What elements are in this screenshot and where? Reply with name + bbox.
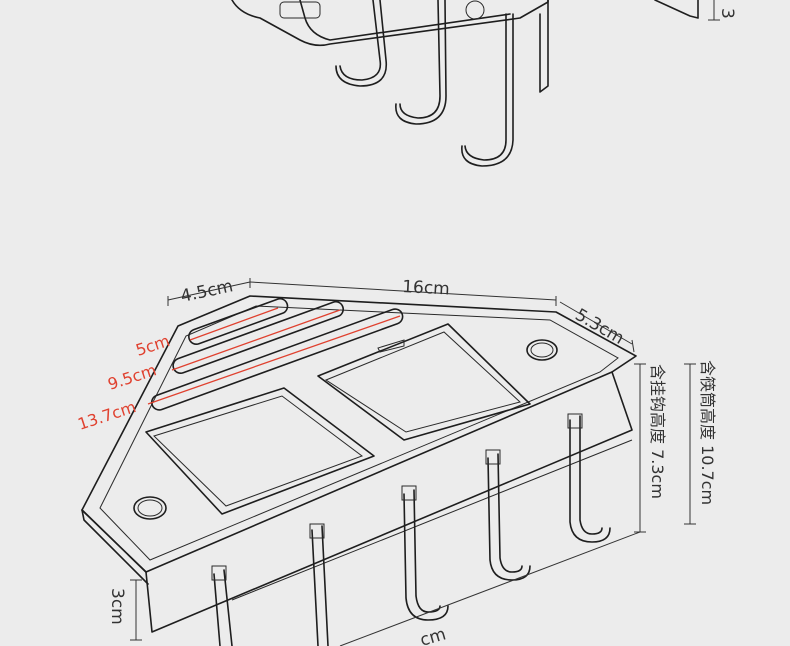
top-rack-partial: 3 — [231, 0, 737, 167]
slot-1-length-label: 5cm — [133, 331, 172, 360]
hook-4 — [485, 449, 531, 581]
slot-length-indicators — [147, 307, 401, 405]
hook-2 — [309, 523, 329, 646]
width-main-label: 16cm — [402, 277, 451, 299]
hook-1 — [211, 565, 233, 646]
rack-main — [81, 295, 637, 646]
width-left-label: 4.5cm — [179, 276, 235, 307]
slot-3-length-label: 13.7cm — [75, 397, 138, 434]
bottom-partial-label: cm — [418, 624, 448, 646]
front-height-label: 3cm — [107, 588, 127, 625]
dimension-lines — [130, 278, 696, 646]
chopstick-height-label: 含筷筒高度 10.7cm — [698, 360, 717, 505]
top-dim-partial-label: 3 — [717, 8, 737, 19]
hook-5 — [567, 413, 611, 543]
slot-2-length-label: 9.5cm — [105, 360, 158, 393]
hook-3 — [401, 485, 449, 621]
depth-right-label: 5.3cm — [572, 305, 628, 349]
hook-height-label: 含挂钩高度 7.3cm — [648, 364, 667, 499]
